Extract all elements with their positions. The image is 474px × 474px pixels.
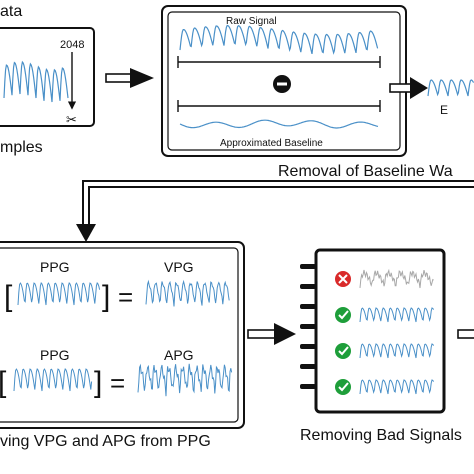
baseline-panel-inner bbox=[167, 11, 401, 151]
vpg-wave bbox=[145, 279, 230, 307]
bad-signal-wave bbox=[359, 268, 434, 289]
stage4-caption: Removing Bad Signals bbox=[300, 427, 462, 444]
equals-2: = bbox=[110, 368, 125, 398]
minus-icon bbox=[273, 75, 291, 93]
stage2-caption: Removal of Baseline Wa bbox=[278, 163, 453, 180]
baseline-wave bbox=[179, 119, 379, 129]
bracket-open-2: [ bbox=[0, 366, 7, 399]
bracket-open-1: [ bbox=[4, 280, 13, 313]
raw-signal-label: Raw Signal bbox=[226, 16, 277, 27]
cross-icon bbox=[335, 271, 351, 287]
check-icon-1 bbox=[335, 307, 351, 323]
raw-signal-wave-2 bbox=[179, 24, 379, 55]
result-wave bbox=[427, 79, 474, 97]
result-label: E bbox=[440, 103, 448, 117]
apg-wave bbox=[137, 363, 233, 397]
bracket-close-1: ] bbox=[102, 280, 110, 313]
checklist-notebook bbox=[300, 248, 446, 414]
check-icon-3 bbox=[335, 379, 351, 395]
sample-count-label: 2048 bbox=[60, 39, 84, 51]
scissors-icon: ✂ bbox=[66, 112, 77, 127]
equals-1: = bbox=[118, 282, 133, 312]
derivative-panel-inner bbox=[0, 247, 239, 423]
good-signal-wave-2 bbox=[359, 343, 435, 359]
ppg-label-1: PPG bbox=[40, 259, 70, 275]
derivative-panel-outer bbox=[0, 241, 245, 429]
arrow-1-to-2 bbox=[105, 68, 154, 88]
vpg-label: VPG bbox=[164, 259, 194, 275]
bracket-close-2: ] bbox=[94, 366, 102, 399]
stage1-caption: mples bbox=[0, 139, 43, 156]
stage3-caption: ving VPG and APG from PPG bbox=[0, 433, 211, 450]
ppg-label-2: PPG bbox=[40, 347, 70, 363]
arrow-2-to-result bbox=[389, 77, 428, 99]
baseline-label: Approximated Baseline bbox=[220, 138, 323, 149]
good-signal-wave-3 bbox=[359, 379, 435, 395]
connector-2-to-3 bbox=[76, 180, 474, 242]
ppg-wave-1 bbox=[17, 281, 101, 306]
apg-label: APG bbox=[164, 347, 194, 363]
arrow-3-to-4 bbox=[247, 323, 296, 345]
raw-signal-wave bbox=[3, 60, 69, 103]
stage1-title: ata bbox=[0, 3, 22, 20]
arrow-4-out bbox=[457, 329, 474, 339]
ppg-wave-2 bbox=[13, 367, 93, 392]
good-signal-wave-1 bbox=[359, 307, 435, 323]
check-icon-2 bbox=[335, 343, 351, 359]
